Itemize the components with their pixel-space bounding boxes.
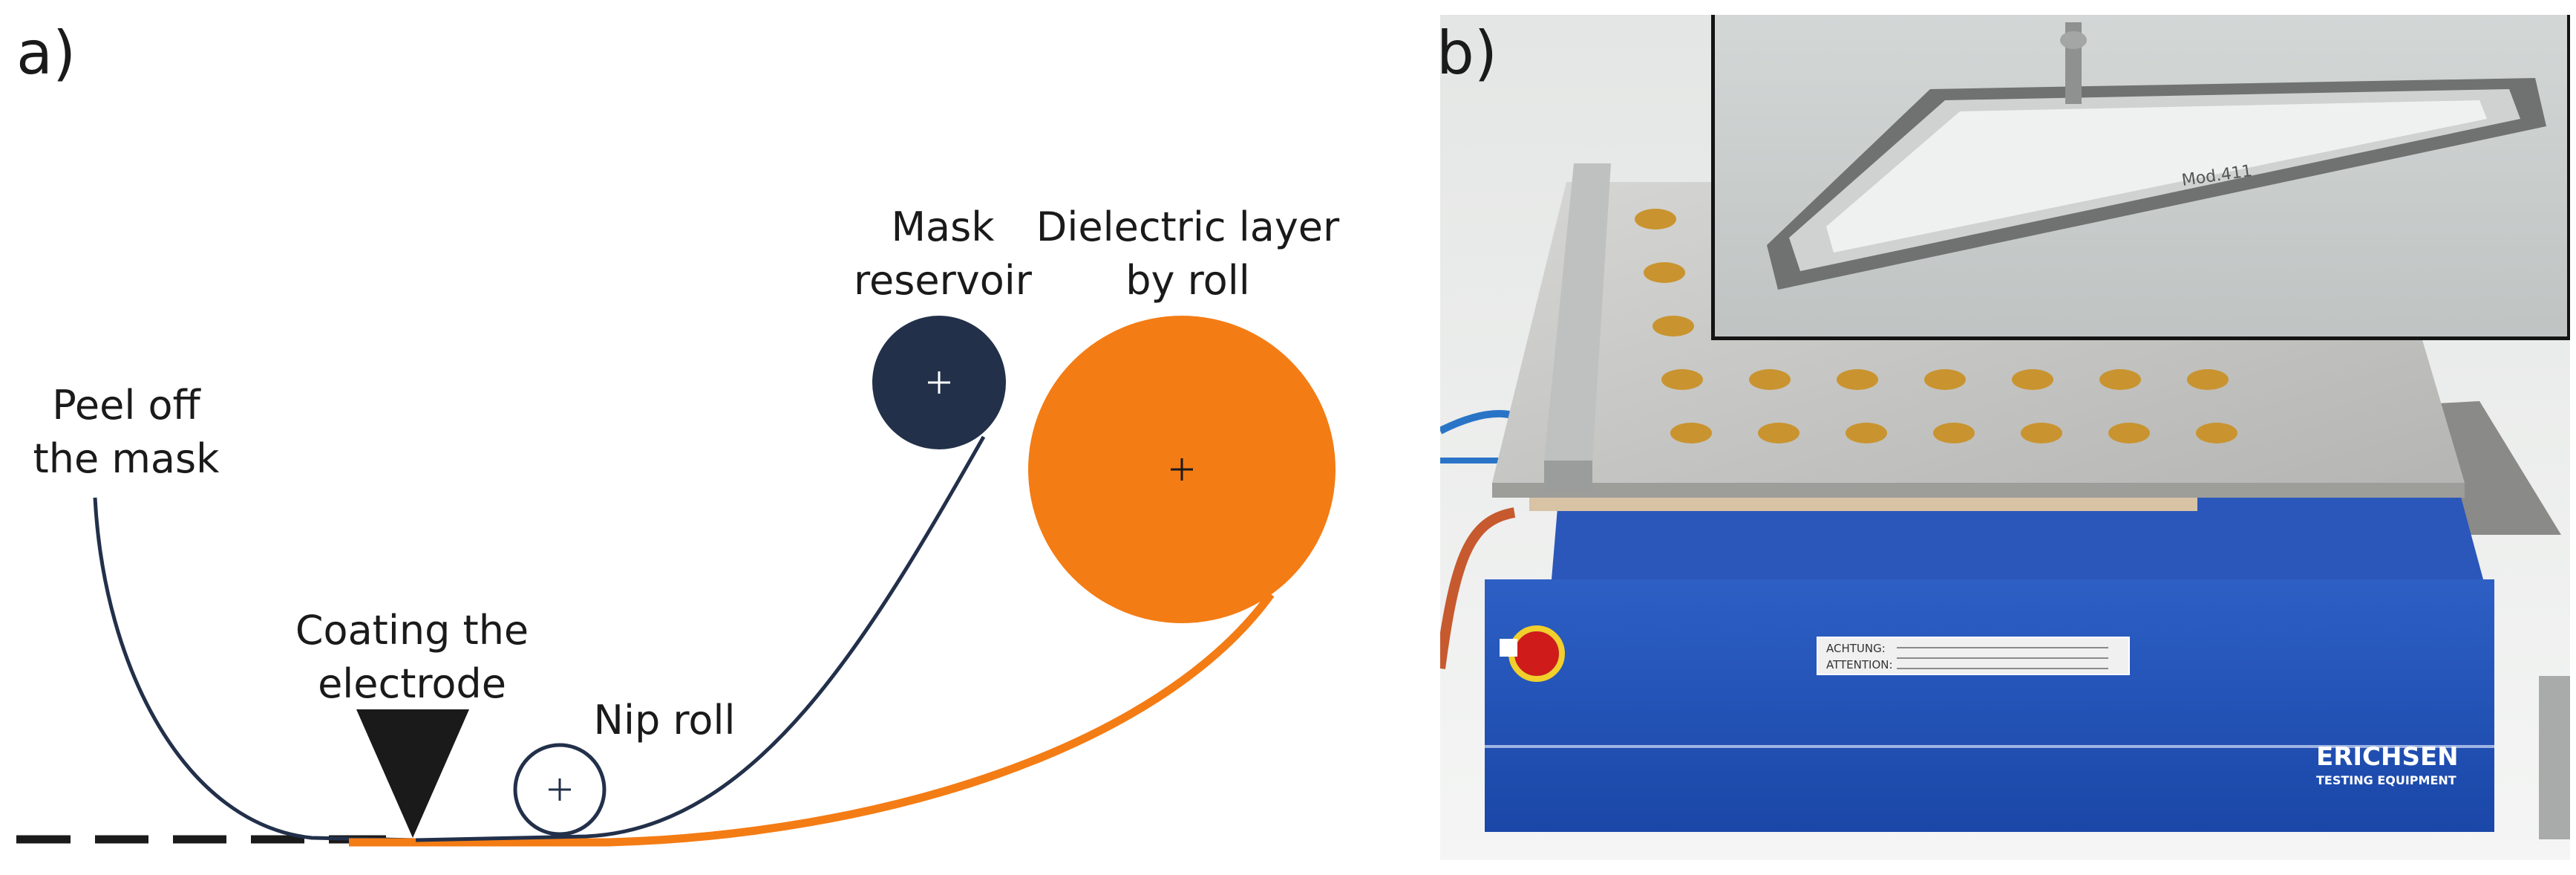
inset-photo: Mod.411: [1711, 15, 2570, 340]
nip-roll: [513, 743, 607, 836]
brand-logo: ERICHSEN: [2316, 742, 2459, 772]
coating-line-2: electrode: [318, 660, 506, 707]
mask-reservoir-line-2: reservoir: [854, 257, 1032, 304]
electrode-dot: [2012, 369, 2053, 390]
orange-cable: [1440, 507, 1516, 669]
electrode-dot: [1758, 423, 1799, 443]
warning-text-1: ACHTUNG:: [1826, 642, 1886, 655]
panel-b-label: b): [1436, 19, 1497, 88]
electrode-dot: [1635, 209, 1676, 230]
coating-label: Coating the electrode: [282, 604, 542, 711]
dielectric-roll: [1028, 316, 1336, 623]
electrode-dot: [2108, 423, 2150, 443]
electrode-dot: [1924, 369, 1966, 390]
film-applicator-photo: ACHTUNG: ATTENTION: ERICHSEN TESTING EQU…: [1440, 15, 2570, 860]
coating-process-diagram: [16, 316, 1336, 847]
dielectric-label: Dielectric layer by roll: [1024, 201, 1351, 308]
mask-reservoir-line-1: Mask: [891, 204, 995, 250]
peel-off-line-1: Peel off: [52, 382, 200, 429]
electrode-dot: [1644, 262, 1685, 283]
coating-nozzle: [356, 709, 469, 838]
electrode-dot: [1749, 369, 1791, 390]
electrode-dot: [2099, 369, 2141, 390]
dielectric-line-2: by roll: [1125, 257, 1250, 304]
mask-reservoir-label: Mask reservoir: [831, 201, 1054, 308]
electrode-dot: [1661, 369, 1703, 390]
dielectric-line-1: Dielectric layer: [1036, 204, 1340, 250]
electrode-dot: [1837, 369, 1878, 390]
electrode-dot: [1846, 423, 1887, 443]
applicator-illustration: ACHTUNG: ATTENTION: ERICHSEN TESTING EQU…: [1440, 15, 2570, 860]
electrode-dot: [1653, 316, 1694, 336]
electrode-dot: [1670, 423, 1712, 443]
mask-feed-line: [415, 435, 986, 842]
electrode-dot: [2196, 423, 2237, 443]
mask-reservoir-roll: [872, 316, 1006, 449]
peeled-mask-line: [93, 497, 416, 842]
brand-subtitle: TESTING EQUIPMENT: [2316, 773, 2456, 787]
side-device: [2539, 676, 2570, 839]
electrode-dot: [1933, 423, 1975, 443]
electrode-dot: [2187, 369, 2229, 390]
electrode-dot: [2021, 423, 2062, 443]
warning-text-2: ATTENTION:: [1826, 658, 1893, 671]
panel-a-label: a): [16, 19, 76, 88]
blue-base-front: [1485, 579, 2494, 832]
peel-off-label: Peel off the mask: [15, 379, 238, 486]
applicator-bar: [1544, 163, 1611, 461]
nip-roll-label: Nip roll: [593, 697, 736, 744]
emergency-stop-button: [1514, 631, 1559, 676]
peel-off-line-2: the mask: [33, 435, 220, 482]
coating-line-1: Coating the: [295, 607, 529, 654]
dielectric-layer-line: [349, 591, 1275, 847]
